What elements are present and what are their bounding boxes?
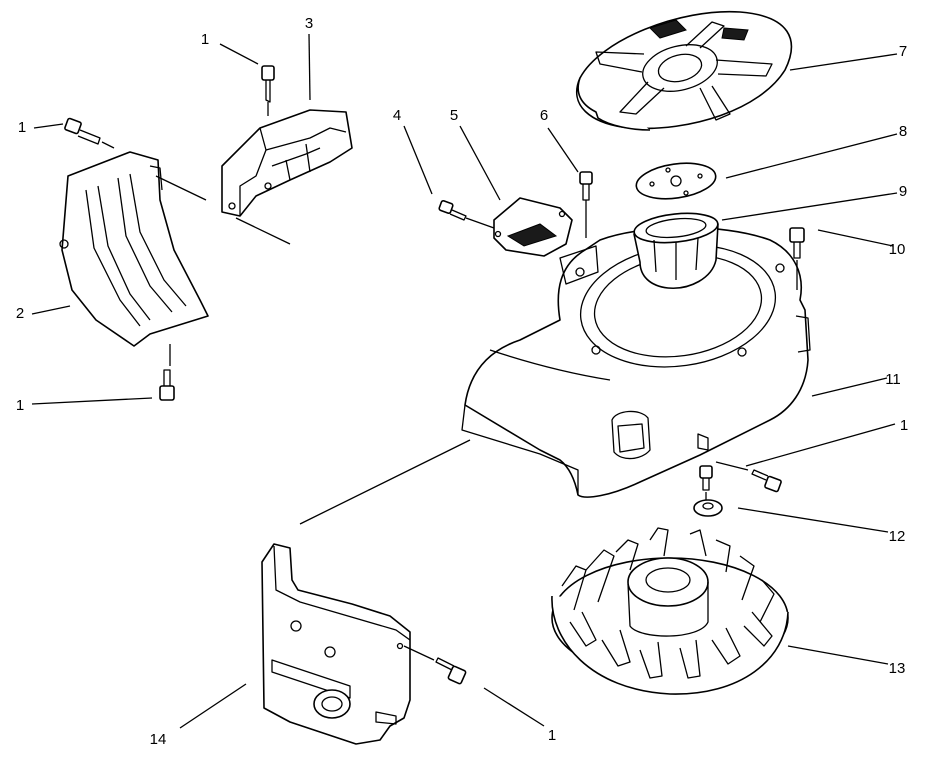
callout-leader-line [725,133,898,179]
callout-number: 8 [899,123,907,140]
callout-leader-line [721,192,898,221]
callout-number: 13 [889,660,906,677]
screw-top-bracket [261,65,275,103]
screw-left-bottom [159,369,175,401]
callout-number: 3 [305,15,313,32]
callout-leader-line [817,229,894,247]
callout-number: 12 [889,528,906,545]
callout-leader-line [811,377,888,397]
callout-number: 6 [540,107,548,124]
screw-right-angled [751,469,782,493]
callout-leader-line [737,507,889,533]
callout-leader-line [179,683,247,729]
callout-number: 5 [450,107,458,124]
callout-number: 1 [548,727,556,744]
callout-leader-line [745,423,896,467]
callout-number: 1 [16,397,24,414]
callout-leader-line [31,305,71,315]
callout-leader-line [33,123,64,129]
part-11-blower-housing [461,226,811,498]
screw-front-shield [435,657,467,685]
assembly-lines [101,102,798,661]
part-5-cover-plate [493,197,573,257]
screw-part-4 [438,200,467,221]
callout-leader-line [787,645,889,665]
part-13-flywheel [551,527,789,695]
callout-leader-line [308,33,311,101]
callout-number: 10 [889,241,906,258]
callout-leader-line [219,43,259,65]
part-12-washer [693,499,723,517]
callout-number: 1 [201,31,209,48]
callout-leader-line [789,53,898,71]
part-2-curved-shield [59,151,209,347]
callout-number: 9 [899,183,907,200]
part-14-front-shield [261,543,411,745]
part-7-grill-screen [575,10,793,131]
callout-number: 2 [16,305,24,322]
screw-part-10 [789,227,805,259]
part-8-plate [635,162,717,200]
callout-leader-line [547,127,579,173]
callout-leader-line [403,125,433,195]
screw-right-middle [699,465,713,491]
callout-leader-line [459,125,501,201]
part-9-hub [633,212,719,289]
callout-number: 14 [150,731,167,748]
callout-leader-line [31,397,153,405]
callout-number: 11 [885,371,901,388]
callout-number: 1 [900,417,908,434]
part-3-bracket [221,109,353,217]
screw-part-6 [579,171,593,201]
screw-left-top [64,117,101,145]
callout-number: 7 [899,43,907,60]
callout-number: 4 [393,107,401,124]
callout-number: 1 [18,119,26,136]
callout-leader-line [483,687,545,727]
